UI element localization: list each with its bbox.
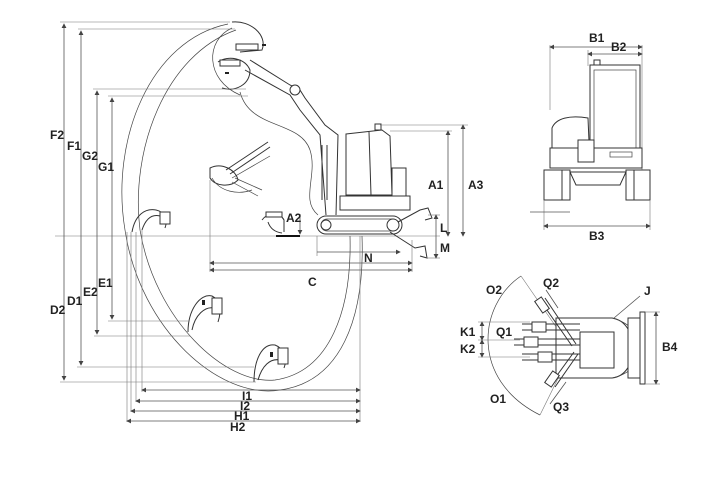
- top-view: O2 O1 Q2 Q1 Q3 K1 K2 J B4: [460, 275, 678, 416]
- front-view: B1 B2 B3: [530, 31, 651, 243]
- label-e1: E1: [98, 276, 113, 290]
- label-d2: D2: [50, 303, 66, 317]
- label-b2: B2: [611, 40, 627, 54]
- label-f2: F2: [50, 128, 64, 142]
- excavator-boom: [244, 59, 339, 216]
- label-c: C: [308, 275, 317, 289]
- label-q1: Q1: [496, 325, 512, 339]
- label-g1: G1: [98, 160, 114, 174]
- label-d1: D1: [67, 294, 83, 308]
- label-h2: H2: [230, 420, 246, 434]
- label-b3: B3: [589, 229, 605, 243]
- label-i2: I2: [240, 399, 250, 413]
- label-q2: Q2: [543, 276, 559, 290]
- label-m: M: [440, 241, 450, 255]
- dimension-lines-right: [297, 124, 468, 259]
- label-q3: Q3: [553, 400, 569, 414]
- boom-arc: [239, 91, 319, 216]
- bucket-ground: [261, 211, 300, 237]
- label-k2: K2: [460, 342, 476, 356]
- label-a1: A1: [428, 178, 444, 192]
- top-view-booms: [514, 296, 580, 388]
- label-o2: O2: [486, 283, 502, 297]
- label-n: N: [364, 251, 373, 265]
- label-e2: E2: [83, 285, 98, 299]
- label-j: J: [644, 284, 651, 298]
- dimension-lines-vertical-left: [60, 21, 256, 383]
- side-view: F2 F1 G2 G1 D2 D1 E2 E1 A1 A3 A2 L M N C…: [50, 21, 484, 434]
- label-i1: I1: [242, 389, 252, 403]
- dozer-blade: [389, 207, 433, 259]
- dimension-lines-horizontal: [126, 180, 413, 424]
- label-a2: A2: [286, 211, 302, 225]
- label-b4: B4: [662, 340, 678, 354]
- bucket-top: [217, 21, 266, 90]
- label-k1: K1: [460, 325, 476, 339]
- bucket-bottom: [253, 344, 289, 383]
- bucket-left-high: [131, 209, 171, 233]
- excavator-cab: [339, 123, 411, 211]
- swing-arc: [487, 275, 541, 416]
- label-l: L: [440, 221, 447, 235]
- bucket-mid: [209, 141, 271, 197]
- label-o1: O1: [490, 392, 506, 406]
- label-f1: F1: [67, 139, 81, 153]
- label-a3: A3: [468, 178, 484, 192]
- label-b1: B1: [589, 31, 605, 45]
- reach-envelope-outer: [121, 23, 363, 392]
- excavator-tracks: [316, 215, 403, 235]
- reach-envelope-inner: [137, 29, 351, 381]
- label-h1: H1: [234, 409, 250, 423]
- label-g2: G2: [82, 149, 98, 163]
- bucket-left-mid: [187, 295, 223, 333]
